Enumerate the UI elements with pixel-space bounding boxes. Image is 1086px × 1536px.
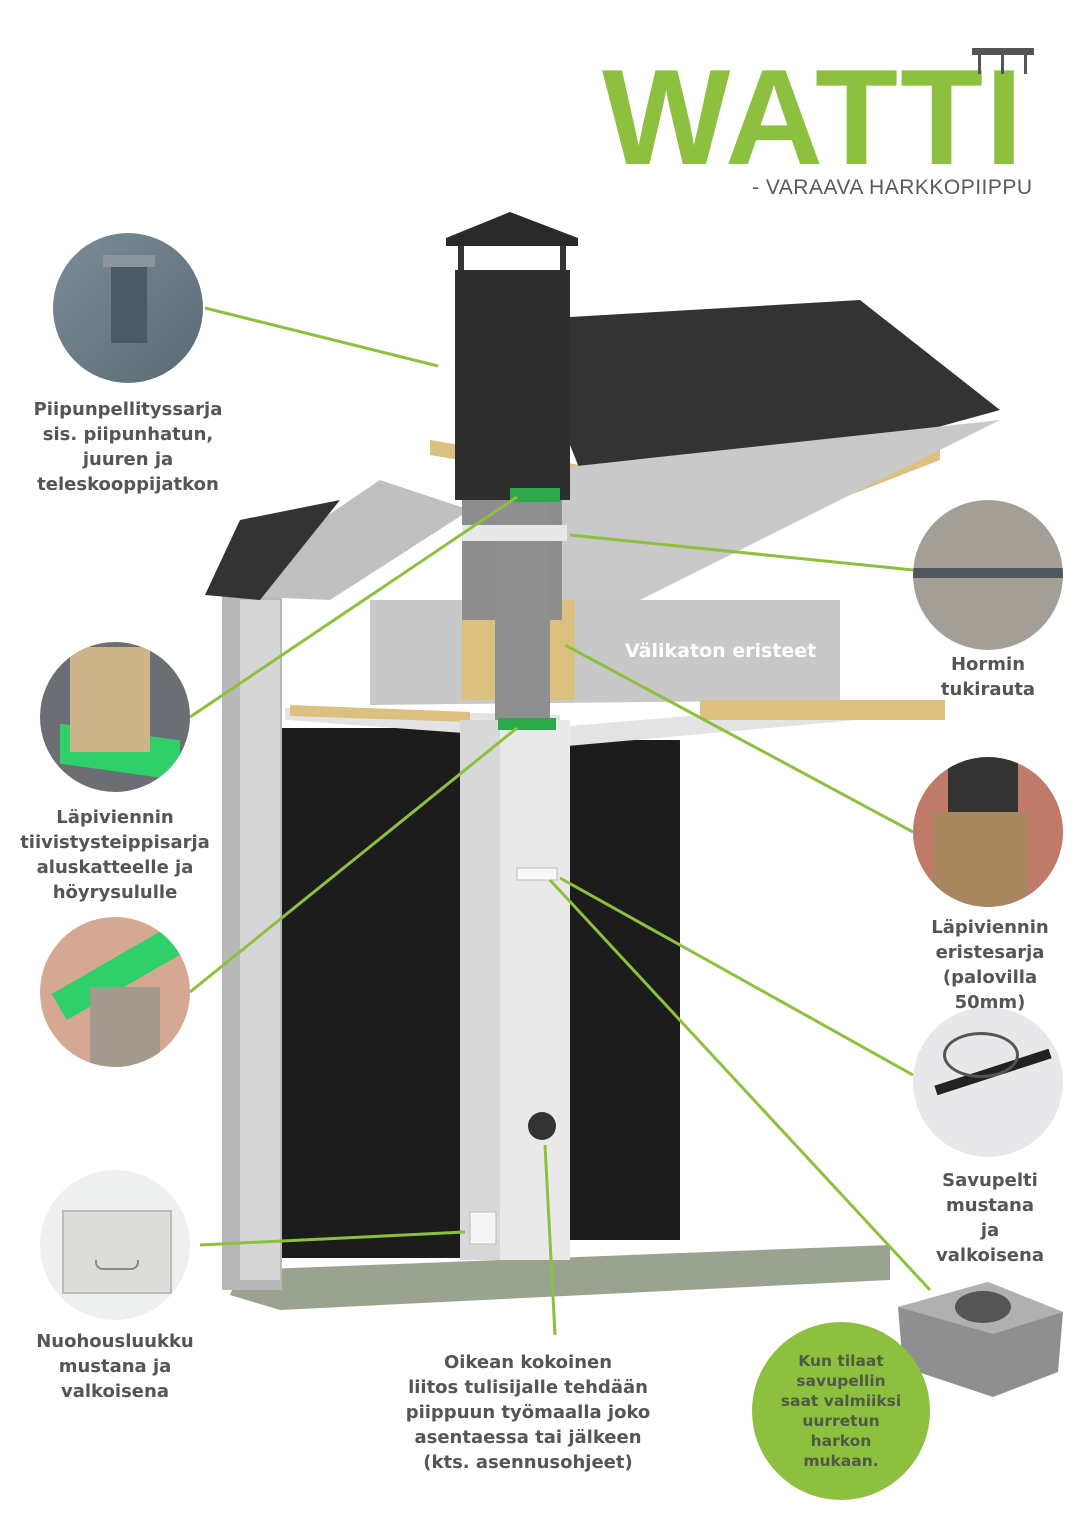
label-nuohousluukku: Nuohousluukku mustana ja valkoisena	[36, 1331, 194, 1402]
damper-photo	[913, 1007, 1063, 1157]
label-hormin-tukirauta: Hormin tukirauta	[940, 654, 1036, 700]
flue-connection-hole	[528, 1112, 556, 1140]
damper-handle	[516, 867, 558, 881]
grooved-block-photo	[898, 1262, 1063, 1397]
chimney-top	[455, 270, 570, 500]
watti-logo-chimney-cap	[972, 48, 1034, 74]
label-liitos: Oikean kokoinen liitos tulisijalle tehdä…	[405, 1352, 651, 1473]
tagline: - VARAAVA HARKKOPIIPPU	[752, 176, 1033, 199]
label-tiivistysteippisarja: Läpiviennin tiivistysteippisarja aluskat…	[20, 807, 210, 903]
sealing-tape-photo	[40, 642, 190, 792]
support-iron	[462, 525, 567, 541]
label-eristesarja: Läpiviennin eristesarja (palovilla 50mm)	[931, 917, 1049, 1013]
insulation-kit-photo	[913, 757, 1063, 907]
label-piipunpellityssarja: Piipunpellityssarja sis. piipunhatun, ju…	[33, 399, 223, 495]
wall-insulation-left	[282, 728, 460, 1258]
wall-insulation-right	[570, 740, 680, 1240]
watti-logo: WATTI	[602, 41, 1025, 193]
support-iron-photo	[913, 500, 1063, 650]
roof-underlay	[540, 420, 1000, 600]
leader-lines	[189, 306, 932, 1336]
cleaning-hatch-photo	[40, 1170, 190, 1320]
label-savupelti: Savupelti mustana ja valkoisena	[936, 1170, 1044, 1266]
promo-text: Kun tilaat savupellin saat valmiiksi uur…	[780, 1352, 902, 1470]
promo-badge: Kun tilaat savupellin saat valmiiksi uur…	[752, 1322, 930, 1500]
floor	[230, 1245, 890, 1310]
ceiling-insulation-label: Välikaton eristeet	[625, 640, 817, 662]
vapour-barrier-photo	[40, 917, 190, 1067]
chimney-cap	[446, 212, 578, 246]
roof-chimney-photo	[53, 233, 203, 383]
cleaning-hatch	[469, 1211, 497, 1245]
